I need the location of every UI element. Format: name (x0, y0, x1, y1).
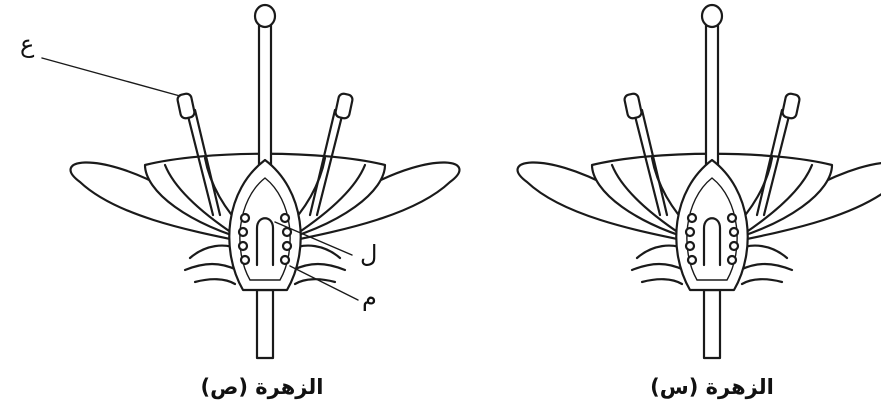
leader-ovule (290, 266, 358, 300)
caption-right: الزهرة (س) (650, 375, 774, 399)
stigma (702, 5, 722, 27)
label-anther: ع (20, 30, 35, 58)
pedicel (704, 290, 720, 358)
style (259, 24, 271, 165)
stigma (255, 5, 275, 27)
leader-anther (42, 58, 180, 96)
flower-right (518, 5, 881, 358)
anther-right (335, 93, 354, 119)
label-ovule: م (362, 283, 377, 311)
anther-left (624, 93, 643, 119)
anther-right (782, 93, 801, 119)
caption-left: الزهرة (ص) (201, 375, 324, 399)
style (706, 24, 718, 165)
anther-left (177, 93, 196, 119)
flower-left (71, 5, 460, 358)
label-ovary-wall: ل (360, 240, 377, 268)
pedicel (257, 290, 273, 358)
